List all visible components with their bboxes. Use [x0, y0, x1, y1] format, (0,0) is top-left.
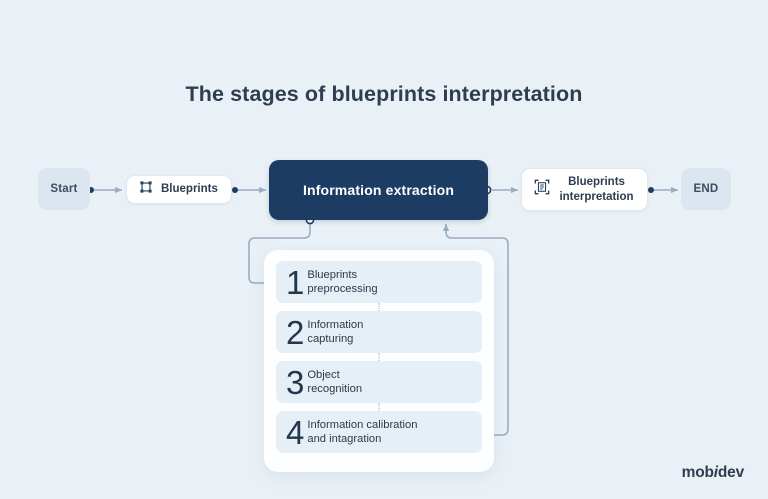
wire-interpretation-to-end [648, 186, 678, 194]
step-label: Blueprints preprocessing [307, 268, 378, 295]
document-scan-icon [534, 179, 550, 200]
step-number: 2 [286, 313, 305, 351]
step-item[interactable]: 3 Object recognition [276, 361, 482, 411]
step-number: 3 [286, 363, 305, 401]
node-start-label: Start [50, 183, 78, 195]
step-label: Object recognition [307, 368, 363, 395]
step-label: Information calibration and intagration [307, 418, 418, 445]
node-start[interactable]: Start [38, 168, 90, 210]
wire-blueprints-to-hero [232, 186, 266, 194]
node-blueprints-interpretation[interactable]: Blueprints interpretation [521, 168, 648, 211]
node-information-extraction[interactable]: Information extraction [269, 160, 488, 220]
wire-start-to-blueprints [88, 186, 122, 194]
logo-italic-i: i [713, 464, 718, 481]
node-information-extraction-label: Information extraction [302, 182, 455, 198]
step-number: 4 [286, 413, 305, 451]
step-separator [378, 303, 380, 311]
logo-prefix: mob [681, 464, 714, 481]
step-item[interactable]: 2 Information capturing [276, 311, 482, 361]
page-title: The stages of blueprints interpretation [185, 82, 583, 106]
step-number: 1 [286, 263, 305, 301]
crop-frame-icon [139, 180, 153, 199]
step-item[interactable]: 4 Information calibration and intagratio… [276, 411, 482, 453]
node-blueprints[interactable]: Blueprints [126, 175, 232, 204]
steps-list: 1 Blueprints preprocessing 2 Information… [276, 261, 482, 453]
node-end[interactable]: END [681, 168, 731, 210]
node-end-label: END [693, 183, 719, 195]
mobidev-logo: mobidev [681, 464, 745, 482]
step-label: Information capturing [307, 318, 364, 345]
node-blueprints-label: Blueprints [161, 183, 218, 196]
wire-hero-to-interpretation [482, 185, 518, 195]
step-item[interactable]: 1 Blueprints preprocessing [276, 261, 482, 311]
node-blueprints-interpretation-label: Blueprints interpretation [559, 176, 634, 203]
step-separator [378, 353, 380, 361]
logo-suffix: dev [717, 464, 744, 481]
step-separator [378, 403, 380, 411]
